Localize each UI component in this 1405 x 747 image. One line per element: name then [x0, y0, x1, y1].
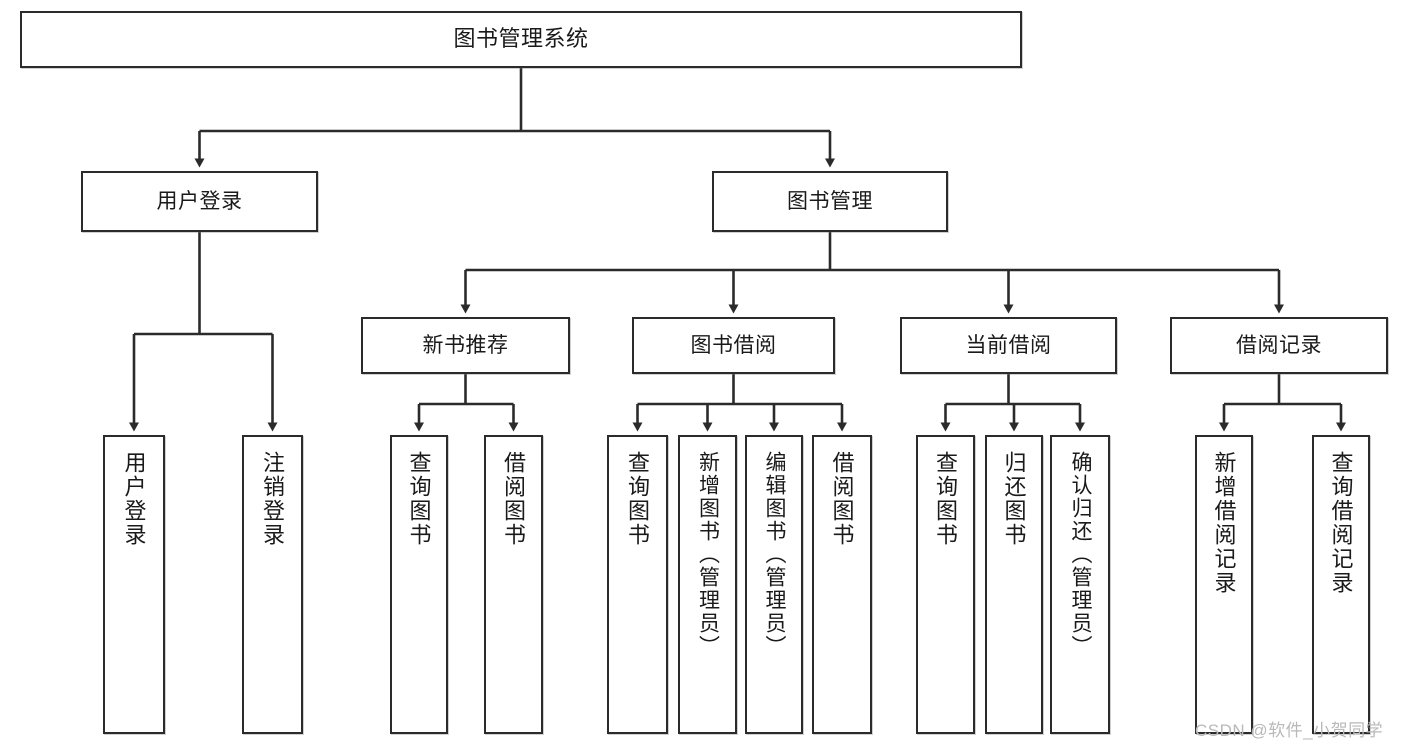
node-current-borrow[interactable]: 当前借阅: [900, 317, 1117, 374]
node-book-borrow[interactable]: 图书借阅: [632, 317, 835, 374]
leaf-edit-book-admin[interactable]: 编辑图书（管理员）: [745, 435, 803, 734]
leaf-edit-book-admin-label: 编辑图书（管理员）: [763, 451, 787, 658]
node-root[interactable]: 图书管理系统: [20, 11, 1022, 68]
leaf-add-borrow-record-label: 新增借阅记录: [1211, 451, 1237, 595]
leaf-confirm-return-admin-label: 确认归还（管理员）: [1069, 451, 1093, 658]
leaf-query-borrow-record[interactable]: 查询借阅记录: [1312, 435, 1370, 734]
leaf-query-book-3[interactable]: 查询图书: [916, 435, 975, 734]
leaf-return-book-label: 归还图书: [1001, 451, 1027, 547]
leaf-user-login-label: 用户登录: [121, 451, 147, 547]
leaf-query-book-2[interactable]: 查询图书: [607, 435, 668, 734]
node-new-book-recommend[interactable]: 新书推荐: [361, 317, 570, 374]
leaf-borrow-book-2[interactable]: 借阅图书: [812, 435, 872, 734]
node-current-borrow-label: 当前借阅: [965, 333, 1052, 357]
node-book-borrow-label: 图书借阅: [690, 333, 777, 357]
leaf-add-book-admin[interactable]: 新增图书（管理员）: [678, 435, 737, 734]
leaf-add-book-admin-label: 新增图书（管理员）: [696, 451, 720, 658]
node-new-book-recommend-label: 新书推荐: [422, 333, 509, 357]
leaf-query-book-1[interactable]: 查询图书: [390, 435, 448, 734]
node-root-label: 图书管理系统: [453, 26, 589, 52]
leaf-borrow-book-2-label: 借阅图书: [829, 451, 855, 547]
leaf-add-borrow-record[interactable]: 新增借阅记录: [1195, 435, 1253, 734]
leaf-return-book[interactable]: 归还图书: [985, 435, 1043, 734]
leaf-logout-label: 注销登录: [260, 451, 286, 547]
leaf-logout[interactable]: 注销登录: [242, 435, 303, 734]
leaf-query-book-1-label: 查询图书: [406, 451, 432, 547]
leaf-query-borrow-record-label: 查询借阅记录: [1328, 451, 1354, 595]
csdn-watermark: CSDN @软件_小贺同学: [1195, 721, 1384, 740]
leaf-borrow-book-1[interactable]: 借阅图书: [484, 435, 543, 734]
node-borrow-record[interactable]: 借阅记录: [1170, 317, 1388, 374]
leaf-borrow-book-1-label: 借阅图书: [501, 451, 527, 547]
leaf-user-login[interactable]: 用户登录: [103, 435, 165, 734]
leaf-query-book-2-label: 查询图书: [625, 451, 651, 547]
leaf-query-book-3-label: 查询图书: [933, 451, 959, 547]
node-user-login-label: 用户登录: [156, 189, 243, 213]
leaf-confirm-return-admin[interactable]: 确认归还（管理员）: [1050, 435, 1110, 734]
node-borrow-record-label: 借阅记录: [1236, 333, 1322, 357]
node-user-login[interactable]: 用户登录: [81, 171, 318, 232]
node-book-management[interactable]: 图书管理: [712, 171, 948, 232]
node-book-management-label: 图书管理: [787, 189, 873, 213]
